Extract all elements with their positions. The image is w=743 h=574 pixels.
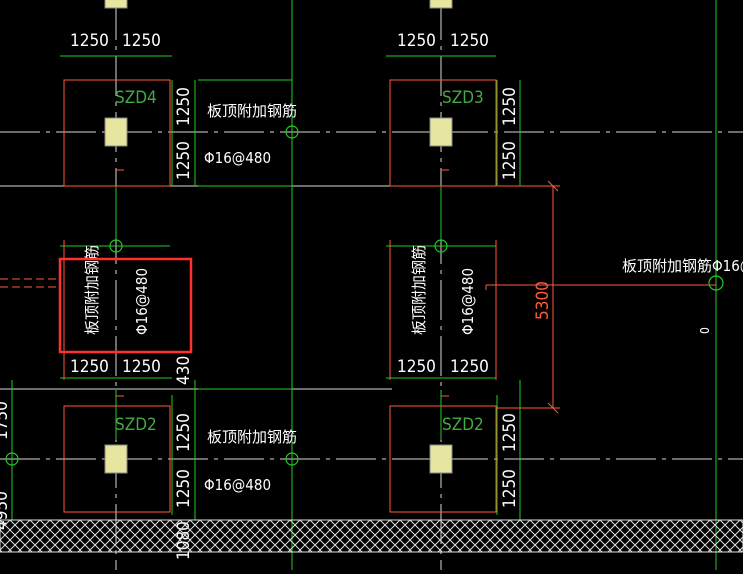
- rebar-spec-text: Φ16@480: [133, 268, 151, 335]
- pile-label: SZD3: [442, 88, 484, 108]
- pile-cap-outlines: [0, 79, 716, 513]
- dim-text: 1250: [397, 357, 436, 377]
- dim-text: 1250: [174, 469, 194, 508]
- column-block-icon: [429, 444, 453, 474]
- grid-axis-circle-icon: [708, 275, 724, 291]
- column-block-icon: [104, 444, 128, 474]
- rebar-name-text: 板顶附加钢筋: [207, 428, 297, 446]
- rebar-right-text: 板顶附加钢筋Φ16@240: [622, 257, 743, 275]
- dim-text: 1250: [70, 357, 109, 377]
- column-block-icon: [104, 0, 128, 9]
- selection-box[interactable]: [58, 257, 193, 354]
- dim-text: 1250: [122, 357, 161, 377]
- dim-text: 1250: [500, 413, 520, 452]
- dim-text: 1250: [174, 413, 194, 452]
- dim-text: 1250: [122, 31, 161, 51]
- grid-axis-circle-icon: [434, 239, 448, 253]
- column-block-icon: [429, 0, 453, 9]
- grid-axis-circle-icon: [285, 125, 299, 139]
- hatch-pattern-icon: [0, 519, 743, 553]
- column-blocks: [104, 0, 453, 474]
- dim-text: 1250: [500, 469, 520, 508]
- column-block-icon: [104, 117, 128, 147]
- dim-text: 430: [174, 356, 194, 385]
- grid-axis-circle-icon: [285, 452, 299, 466]
- rebar-spec-text: Φ16@480: [459, 268, 477, 335]
- dim-text: 1250: [174, 87, 194, 126]
- dim-text: 1250: [450, 357, 489, 377]
- dim-text: 1250: [450, 31, 489, 51]
- rebar-spec-text: Φ16@480: [204, 476, 271, 494]
- dim-text: 1250: [500, 141, 520, 180]
- rebar-name-text: 板顶附加钢筋: [83, 245, 101, 335]
- pile-label: SZD2: [115, 415, 157, 435]
- grid-axis-circle-icon: [5, 452, 19, 466]
- small-mark: 0: [698, 327, 712, 334]
- column-block-icon: [429, 117, 453, 147]
- dim-text: 1750: [0, 401, 12, 440]
- dim-text: 1250: [70, 31, 109, 51]
- dim-text: 1250: [397, 31, 436, 51]
- dim-text: 1250: [174, 141, 194, 180]
- rebar-name-text: 板顶附加钢筋: [207, 102, 297, 120]
- dim-text-5300: 5300: [533, 281, 553, 320]
- rebar-spec-text: Φ16@480: [204, 149, 271, 167]
- axis-markers: [5, 125, 724, 466]
- pile-label: SZD2: [442, 415, 484, 435]
- grid-axis-circle-icon: [109, 239, 123, 253]
- dim-text: 1250: [500, 87, 520, 126]
- rebar-name-text: 板顶附加钢筋: [410, 245, 428, 335]
- pile-label: SZD4: [115, 88, 157, 108]
